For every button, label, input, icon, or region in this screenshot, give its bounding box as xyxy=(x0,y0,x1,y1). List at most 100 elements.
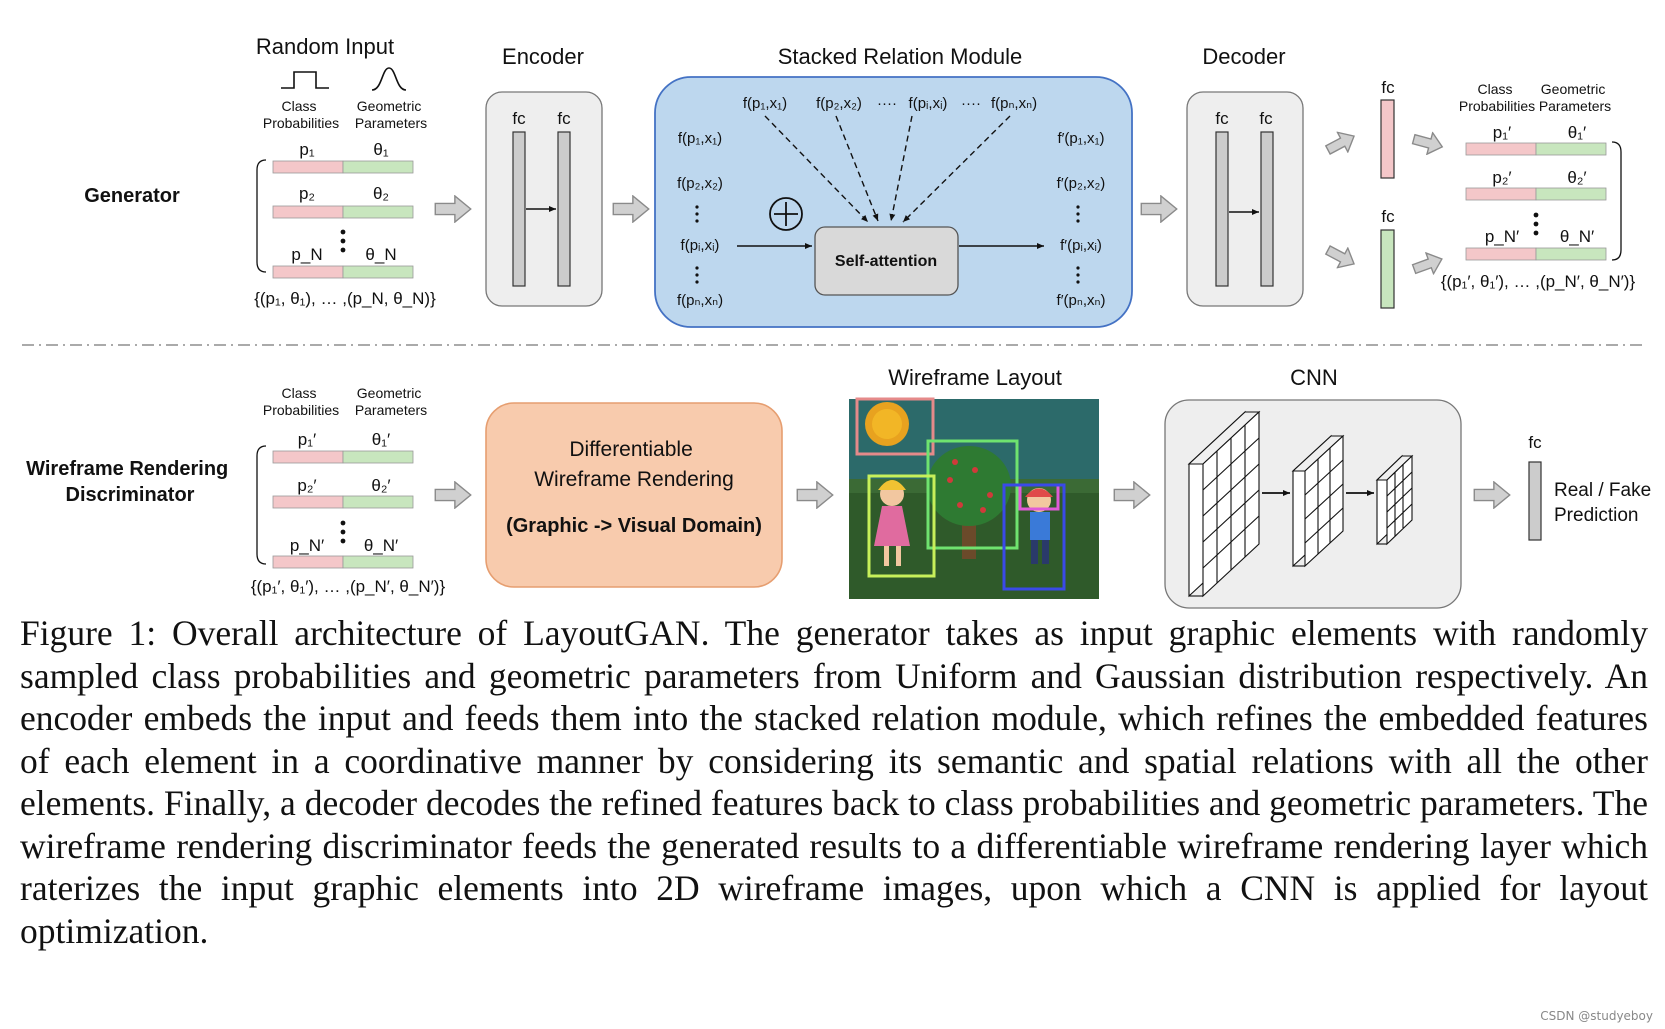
attention-dashed-arrows xyxy=(764,115,1011,223)
class-prob-bar xyxy=(1465,247,1537,261)
split-arrow-up-icon xyxy=(1322,125,1360,161)
geom-param-label: Geometric Parameters xyxy=(355,98,427,131)
generated-output-block: Class Probabilities Geometric Parameters… xyxy=(1441,81,1636,291)
disc-p-label: p₂′ xyxy=(297,476,316,495)
random-input-title: Random Input xyxy=(256,34,394,59)
geom-param-bar xyxy=(342,495,414,509)
disc-p-label: p_N′ xyxy=(290,536,324,555)
merge-arrow-up-icon xyxy=(1410,127,1446,159)
output-p-label: p₂′ xyxy=(1492,168,1511,187)
geom-param-label: Geometric Parameters xyxy=(355,385,427,418)
input-p-label: p₁ xyxy=(299,140,314,159)
cnn-block: CNN xyxy=(1164,365,1462,609)
flow-arrow-icon xyxy=(434,481,472,509)
top-feature: f(pₙ,xₙ) xyxy=(991,95,1037,112)
left-feature: f(p₁,x₁) xyxy=(678,130,722,147)
decoder-block: Decoder fc fc xyxy=(1186,44,1304,307)
relation-title: Stacked Relation Module xyxy=(778,44,1023,69)
right-feature: f′(pᵢ,xᵢ) xyxy=(1060,237,1102,254)
geom-param-bar xyxy=(1535,187,1607,201)
feature-map-large xyxy=(1187,410,1261,598)
fc-layer xyxy=(512,131,526,287)
vertical-ellipsis-icon xyxy=(695,266,699,284)
boy-figure-icon xyxy=(1002,483,1066,591)
geom-param-bar xyxy=(342,265,414,279)
output-fc-class xyxy=(1380,99,1395,179)
input-theta-label: θ₂ xyxy=(373,184,389,203)
vertical-ellipsis-icon xyxy=(1076,266,1080,284)
vertical-ellipsis-icon xyxy=(1533,212,1539,236)
relation-container xyxy=(654,76,1133,328)
renderer-container xyxy=(485,402,783,588)
left-feature: f(pᵢ,xᵢ) xyxy=(681,237,720,254)
output-theta-label: θ_N′ xyxy=(1560,227,1594,246)
decoder-container xyxy=(1186,91,1304,307)
right-brace xyxy=(1611,141,1622,261)
random-input-block: Random Input Class Probabilities Geometr… xyxy=(254,34,436,308)
feature-map-medium xyxy=(1291,434,1345,568)
architecture-diagram: Generator Random Input Class Probabiliti… xyxy=(22,34,1656,609)
top-feature: f(p₂,x₂) xyxy=(816,95,862,112)
class-prob-bar xyxy=(272,265,344,279)
fc-label: fc xyxy=(1259,109,1273,128)
left-feature: f(pₙ,xₙ) xyxy=(677,292,723,309)
girl-figure-icon xyxy=(867,474,936,578)
class-prob-bar xyxy=(272,205,344,219)
fc-layer xyxy=(1215,131,1229,287)
disc-theta-label: θ_N′ xyxy=(364,536,398,555)
left-feature: f(p₂,x₂) xyxy=(677,175,723,192)
split-arrow-down-icon xyxy=(1322,239,1360,275)
fc-label: fc xyxy=(1215,109,1229,128)
geom-param-label: Geometric Parameters xyxy=(1539,81,1611,114)
vertical-ellipsis-icon xyxy=(695,205,699,223)
fc-label: fc xyxy=(1381,207,1395,226)
flow-arrow-icon xyxy=(1473,481,1511,509)
input-set-notation: {(p₁, θ₁), … ,(p_N, θ_N)} xyxy=(254,289,436,308)
disc-p-label: p₁′ xyxy=(298,430,316,449)
disc-theta-label: θ₂′ xyxy=(371,476,390,495)
class-prob-bar xyxy=(272,555,344,569)
output-p-label: p_N′ xyxy=(1485,227,1519,246)
encoder-title: Encoder xyxy=(502,44,584,69)
fc-label: fc xyxy=(512,109,526,128)
flow-arrow-icon xyxy=(796,481,834,509)
wireframe-title: Wireframe Layout xyxy=(888,365,1062,390)
vertical-ellipsis-icon xyxy=(340,229,346,253)
input-p-label: p_N xyxy=(291,245,322,264)
encoder-block: Encoder fc fc xyxy=(485,44,603,307)
top-ellipsis: ···· xyxy=(961,95,981,112)
flow-arrow-icon xyxy=(1140,195,1178,223)
top-ellipsis: ···· xyxy=(877,95,897,112)
disc-theta-label: θ₁′ xyxy=(372,430,390,449)
tree-icon xyxy=(926,439,1019,559)
disc-set-notation: {(p₁′, θ₁′), … ,(p_N′, θ_N′)} xyxy=(251,577,446,596)
renderer-subtitle: (Graphic -> Visual Domain) xyxy=(506,515,762,537)
geom-param-bar xyxy=(342,450,414,464)
input-theta-label: θ_N xyxy=(365,245,396,264)
fc-label: fc xyxy=(1528,433,1542,452)
input-theta-label: θ₁ xyxy=(373,140,388,159)
gaussian-distribution-icon xyxy=(371,67,407,91)
vertical-ellipsis-icon xyxy=(1076,205,1080,223)
output-p-label: p₁′ xyxy=(1493,123,1511,142)
prediction-fc-layer xyxy=(1528,461,1542,541)
flow-arrow-icon xyxy=(1113,481,1151,509)
plus-icon xyxy=(769,197,803,231)
self-attention-box xyxy=(814,226,959,296)
output-theta-label: θ₂′ xyxy=(1567,168,1586,187)
class-prob-bar xyxy=(272,495,344,509)
class-prob-label: Class Probabilities xyxy=(1459,81,1535,114)
prediction-label: Real / Fake Prediction xyxy=(1554,480,1656,526)
watermark: CSDN @studyeboy xyxy=(1540,1009,1653,1023)
figure-caption: Figure 1: Overall architecture of Layout… xyxy=(20,612,1648,952)
encoder-container xyxy=(485,91,603,307)
flow-arrow-icon xyxy=(434,195,472,223)
fc-layer xyxy=(557,131,571,287)
relation-module: Stacked Relation Module f(p₁,x₁) f(p₂,x₂… xyxy=(654,44,1133,328)
left-brace xyxy=(256,159,267,273)
top-feature: f(p₁,x₁) xyxy=(743,95,787,112)
right-feature: f′(p₁,x₁) xyxy=(1057,130,1104,147)
left-brace xyxy=(256,445,267,565)
cnn-title: CNN xyxy=(1290,365,1338,390)
renderer-title: Differentiable Wireframe Rendering xyxy=(534,438,734,491)
